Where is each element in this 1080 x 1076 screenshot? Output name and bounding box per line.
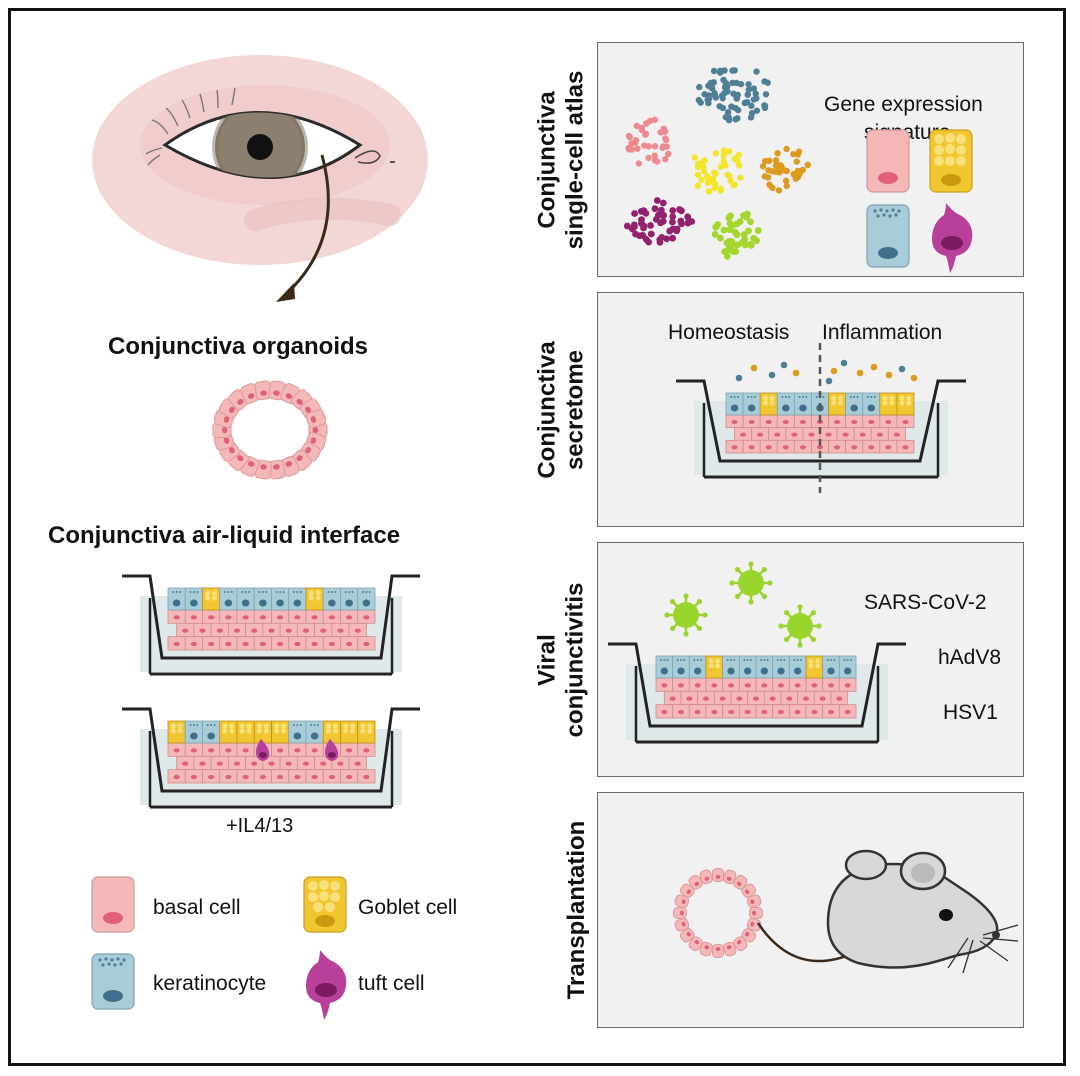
- viral-vertical-label: Viral conjunctivitis: [533, 583, 588, 738]
- signature-basal-cell-icon: [866, 129, 910, 193]
- organoids-title: Conjunctiva organoids: [108, 333, 369, 360]
- legend-basal-label: basal cell: [153, 896, 241, 919]
- panel-secretome: Homeostasis Inflammation: [597, 292, 1024, 527]
- signature-goblet-cell-icon: [929, 129, 973, 193]
- ali-well-il4-13: [122, 707, 420, 809]
- transplantation-label: Transplantation: [563, 820, 591, 1000]
- virus-hsv1: HSV1: [943, 701, 998, 724]
- homeostasis-label: Homeostasis: [668, 321, 790, 344]
- viral-well: [608, 642, 906, 744]
- il4-13-label: +IL4/13: [226, 815, 294, 837]
- ali-well: [122, 574, 420, 676]
- ali-title: Conjunctiva air-liquid interface: [48, 522, 401, 549]
- legend-keratinocyte-label: keratinocyte: [153, 972, 267, 995]
- legend-goblet-label: Goblet cell: [358, 896, 458, 919]
- transplant-organoid-ring: [673, 868, 763, 958]
- atlas-label-line2: single-cell atlas: [561, 70, 588, 250]
- secretome-label-line2: secretome: [561, 349, 588, 471]
- virus-particles: [664, 561, 822, 648]
- atlas-vertical-label: Conjunctiva single-cell atlas: [533, 71, 588, 250]
- panel-single-cell-atlas: Gene expression signature: [597, 42, 1024, 277]
- signature-tuft-cell-icon: [932, 203, 973, 273]
- cell-cluster-plot: [623, 67, 811, 260]
- goblet-cell-icon: [303, 876, 347, 933]
- keratinocyte-icon: [91, 953, 135, 1010]
- virus-hadv8: hAdV8: [938, 646, 1002, 669]
- legend-tuft-label: tuft cell: [358, 972, 425, 995]
- panel-transplantation: [597, 792, 1024, 1028]
- viral-label-line2: conjunctivitis: [561, 582, 588, 738]
- secretome-label-line1: Conjunctiva: [533, 341, 561, 479]
- arrow-eye-to-organoids: [276, 154, 330, 302]
- eye-illustration: [92, 55, 428, 265]
- secretome-vertical-label: Conjunctiva secretome: [533, 341, 588, 478]
- gene-expression-line1: Gene expression: [824, 93, 983, 116]
- inflammation-label: Inflammation: [822, 321, 943, 344]
- transplantation-vertical-label: Transplantation: [563, 821, 591, 1000]
- organoid-ring: [212, 380, 328, 480]
- atlas-label-line1: Conjunctiva: [533, 91, 561, 229]
- mouse-illustration: [826, 849, 1019, 974]
- secretome-well: [676, 343, 966, 493]
- tuft-cell-icon: [306, 950, 347, 1020]
- viral-label-line1: Viral: [533, 634, 561, 686]
- signature-keratinocyte-icon: [866, 204, 910, 268]
- basal-cell-icon: [91, 876, 135, 933]
- panel-viral-conjunctivitis: SARS-CoV-2 hAdV8 HSV1: [597, 542, 1024, 777]
- virus-sars-cov-2: SARS-CoV-2: [864, 591, 987, 614]
